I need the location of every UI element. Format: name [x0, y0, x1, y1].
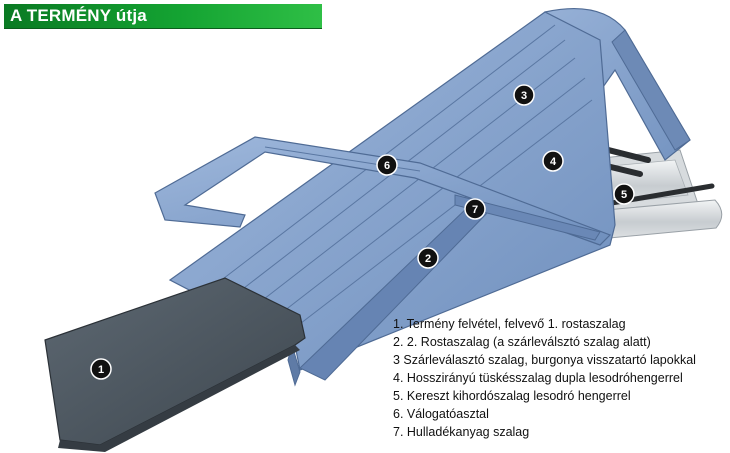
legend-item-1: 1. Termény felvétel, felvevő 1. rostasza…: [393, 317, 626, 331]
marker-2: 2: [417, 247, 439, 269]
marker-6-label: 6: [384, 160, 390, 172]
waste-belt: [454, 194, 601, 241]
marker-1-label: 1: [98, 364, 104, 376]
marker-7-label: 7: [472, 204, 478, 216]
legend-item-3: 3 Szárleválasztó szalag, burgonya vissza…: [393, 353, 696, 367]
header-bar: A TERMÉNY útja: [4, 4, 322, 28]
pickup-feeder: [44, 277, 306, 452]
marker-4: 4: [542, 150, 564, 172]
marker-2-label: 2: [425, 253, 431, 265]
legend-item-4: 4. Hosszirányú tüskésszalag dupla lesodr…: [393, 371, 683, 385]
legend: 1. Termény felvétel, felvevő 1. rostasza…: [393, 315, 728, 441]
marker-5-label: 5: [621, 189, 627, 201]
marker-5: 5: [613, 183, 635, 205]
marker-6: 6: [376, 154, 398, 176]
legend-item-5: 5. Kereszt kihordószalag lesodró hengerr…: [393, 389, 631, 403]
page-title: A TERMÉNY útja: [10, 6, 147, 25]
legend-item-6: 6. Válogatóasztal: [393, 407, 489, 421]
marker-3: 3: [513, 84, 535, 106]
marker-1: 1: [90, 358, 112, 380]
marker-3-label: 3: [521, 90, 527, 102]
legend-item-7: 7. Hulladékanyag szalag: [393, 425, 530, 439]
legend-item-2: 2. 2. Rostaszalag (a szárleválsztó szala…: [393, 335, 651, 349]
marker-7: 7: [464, 198, 486, 220]
marker-4-label: 4: [550, 156, 557, 168]
